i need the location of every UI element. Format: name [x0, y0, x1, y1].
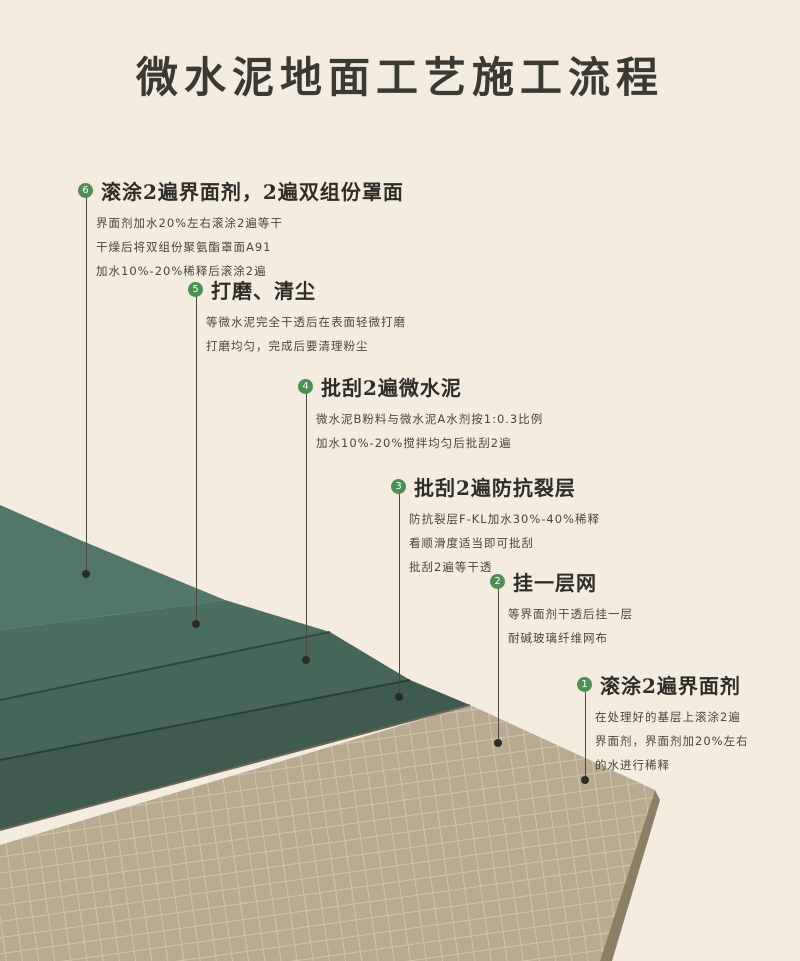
- step-2: 2 挂一层网 等界面剂干透后挂一层 耐碱玻璃纤维网布: [490, 567, 633, 650]
- step-desc-line: 微水泥B粉料与微水泥A水剂按1:0.3比例: [316, 412, 544, 426]
- step-desc-line: 打磨均匀，完成后要清理粉尘: [206, 339, 369, 353]
- step-5: 5 打磨、清尘 等微水泥完全干透后在表面轻微打磨 打磨均匀，完成后要清理粉尘: [188, 275, 406, 358]
- step-desc-line: 在处理好的基层上滚涂2遍: [595, 710, 741, 724]
- top-coat-layer: [0, 505, 225, 630]
- micro-cement-layer: [0, 632, 410, 760]
- marker-dot-1: [581, 776, 589, 784]
- step-desc-line: 加水10%-20%搅拌均匀后批刮2遍: [316, 436, 512, 450]
- step-name: 滚涂2遍界面剂，2遍双组份罩面: [101, 180, 404, 204]
- marker-dot-3: [395, 693, 403, 701]
- step-name: 滚涂2遍界面剂: [600, 674, 741, 698]
- step-number-badge: 1: [577, 677, 592, 692]
- step-number-badge: 6: [78, 183, 93, 198]
- marker-dot-6: [82, 570, 90, 578]
- connector-line-1: [585, 692, 586, 780]
- step-desc-line: 界面剂，界面剂加20%左右: [595, 734, 749, 748]
- step-name: 批刮2遍微水泥: [321, 376, 462, 400]
- marker-dot-4: [302, 656, 310, 664]
- page-title: 微水泥地面工艺施工流程: [135, 53, 664, 102]
- base-layer-edge: [600, 790, 660, 961]
- step-desc-line: 加水10%-20%稀释后滚涂2遍: [96, 264, 267, 278]
- marker-dot-2: [494, 739, 502, 747]
- step-number-badge: 4: [298, 379, 313, 394]
- step-number-badge: 5: [188, 282, 203, 297]
- step-name: 挂一层网: [513, 571, 597, 595]
- step-desc-line: 耐碱玻璃纤维网布: [508, 631, 608, 645]
- step-6: 6 滚涂2遍界面剂，2遍双组份罩面 界面剂加水20%左右滚涂2遍等干 干燥后将双…: [78, 176, 404, 283]
- step-name: 批刮2遍防抗裂层: [414, 476, 576, 500]
- step-desc-line: 干燥后将双组份聚氨酯罩面A91: [96, 240, 272, 254]
- step-desc-line: 等微水泥完全干透后在表面轻微打磨: [206, 315, 406, 329]
- connector-line-2: [498, 588, 499, 743]
- step-desc-line: 防抗裂层F-KL加水30%-40%稀释: [409, 512, 600, 526]
- step-desc-line: 批刮2遍等干透: [409, 560, 493, 574]
- step-1: 1 滚涂2遍界面剂 在处理好的基层上滚涂2遍 界面剂，界面剂加20%左右 的水进…: [577, 670, 749, 777]
- marker-dot-5: [192, 620, 200, 628]
- step-desc-line: 的水进行稀释: [595, 758, 670, 772]
- step-3: 3 批刮2遍防抗裂层 防抗裂层F-KL加水30%-40%稀释 看顺滑度适当即可批…: [391, 472, 600, 579]
- polished-layer: [0, 600, 330, 700]
- step-name: 打磨、清尘: [211, 279, 316, 303]
- step-desc-line: 等界面剂干透后挂一层: [508, 607, 633, 621]
- connector-line-3: [399, 493, 400, 697]
- step-4: 4 批刮2遍微水泥 微水泥B粉料与微水泥A水剂按1:0.3比例 加水10%-20…: [298, 372, 543, 455]
- step-desc-line: 界面剂加水20%左右滚涂2遍等干: [96, 216, 283, 230]
- connector-line-4: [306, 393, 307, 660]
- anti-crack-layer: [0, 680, 470, 830]
- step-desc-line: 看顺滑度适当即可批刮: [409, 536, 534, 550]
- connector-line-6: [86, 196, 87, 574]
- step-number-badge: 3: [391, 479, 406, 494]
- step-number-badge: 2: [490, 574, 505, 589]
- connector-line-5: [196, 296, 197, 624]
